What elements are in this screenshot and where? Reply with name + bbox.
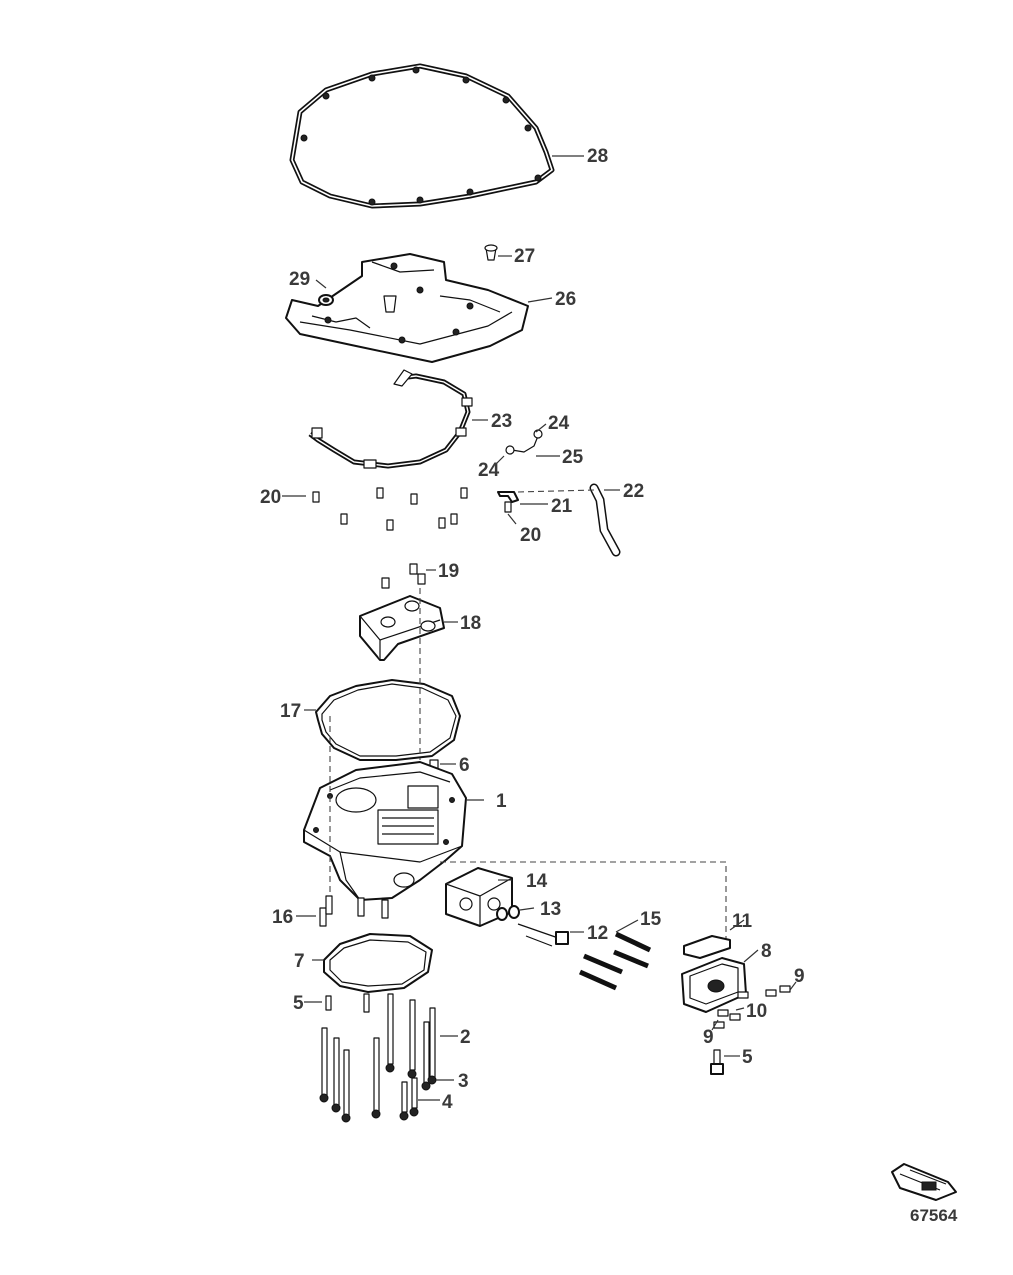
o-rings-13 [496, 905, 520, 921]
seal-11 [683, 935, 731, 959]
callout-21: 21 [551, 496, 573, 517]
callout-19: 19 [438, 561, 459, 582]
callout-25: 25 [562, 447, 584, 468]
callout-7: 7 [294, 951, 305, 972]
gasket-17 [315, 679, 461, 761]
bolts-19 [381, 563, 426, 589]
bracket-21 [497, 489, 595, 503]
callout-23: 23 [491, 411, 512, 432]
callout-2: 2 [460, 1027, 471, 1048]
callout-12: 12 [587, 923, 608, 944]
bolt-5-right [710, 1049, 724, 1075]
bolts-12 [517, 923, 569, 947]
callout-9-bottom: 9 [703, 1027, 714, 1048]
callout-22: 22 [623, 481, 644, 502]
bolts-15 [578, 931, 652, 991]
callout-labels: 28 27 29 26 23 24 24 25 20 22 21 20 19 1… [260, 146, 958, 1225]
callout-9-top: 9 [794, 966, 805, 987]
callout-14: 14 [526, 871, 548, 892]
breather-hose-22 [589, 483, 621, 557]
callout-5-right: 5 [742, 1047, 753, 1068]
grommet-27 [484, 244, 498, 261]
callout-15: 15 [640, 909, 662, 930]
adapter-housing-1 [303, 761, 467, 901]
wiring-harness-23 [308, 369, 473, 469]
callout-5-left: 5 [293, 993, 304, 1014]
callout-24-bottom: 24 [478, 460, 500, 481]
callout-18: 18 [460, 613, 481, 634]
callout-27: 27 [514, 246, 535, 267]
callout-17: 17 [280, 701, 301, 722]
engine-orientation-icon [891, 1163, 957, 1201]
mounting-plate-26 [285, 253, 529, 363]
callout-1: 1 [496, 791, 507, 812]
cover-seal-28 [289, 63, 555, 209]
cover-8 [681, 957, 747, 1013]
assembly-guide-lines [329, 588, 727, 946]
bolts-20 [312, 487, 512, 531]
callout-13: 13 [540, 899, 561, 920]
callout-24-top: 24 [548, 413, 570, 434]
callout-26: 26 [555, 289, 576, 310]
callout-6: 6 [459, 755, 470, 776]
callout-20-right: 20 [520, 525, 541, 546]
long-bolts-2-3-4-5 [319, 993, 437, 1123]
callout-29: 29 [289, 269, 310, 290]
bolts-9-10 [713, 985, 791, 1029]
callout-28: 28 [587, 146, 608, 167]
callout-20-left: 20 [260, 487, 281, 508]
callout-4: 4 [442, 1092, 453, 1113]
hose-25 [505, 429, 543, 455]
callout-3: 3 [458, 1071, 469, 1092]
figure-number: 67564 [910, 1206, 958, 1225]
callout-11: 11 [732, 911, 753, 932]
grommet-29 [318, 294, 334, 306]
gasket-7 [323, 933, 433, 993]
callout-16: 16 [272, 907, 293, 928]
callout-8: 8 [761, 941, 772, 962]
leader-lines [282, 155, 797, 1101]
heat-shield-18 [359, 595, 445, 661]
callout-10: 10 [746, 1001, 767, 1022]
bolts-16 [319, 895, 389, 927]
